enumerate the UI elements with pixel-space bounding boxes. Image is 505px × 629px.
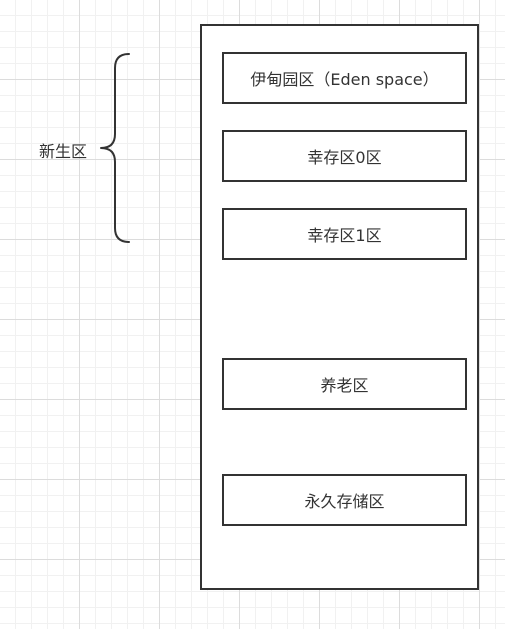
permanent-generation-label: 永久存储区 (304, 492, 385, 511)
eden-space-box: 伊甸园区（Eden space） (222, 52, 467, 104)
young-generation-label: 新生区 (39, 142, 88, 161)
survivor-1-label: 幸存区1区 (307, 226, 382, 245)
young-generation-brace (100, 53, 130, 243)
eden-space-label: 伊甸园区（Eden space） (250, 70, 439, 89)
survivor-1-box: 幸存区1区 (222, 208, 467, 260)
permanent-generation-box: 永久存储区 (222, 474, 467, 526)
old-generation-label: 养老区 (320, 376, 369, 395)
survivor-0-box: 幸存区0区 (222, 130, 467, 182)
old-generation-box: 养老区 (222, 358, 467, 410)
survivor-0-label: 幸存区0区 (307, 148, 382, 167)
